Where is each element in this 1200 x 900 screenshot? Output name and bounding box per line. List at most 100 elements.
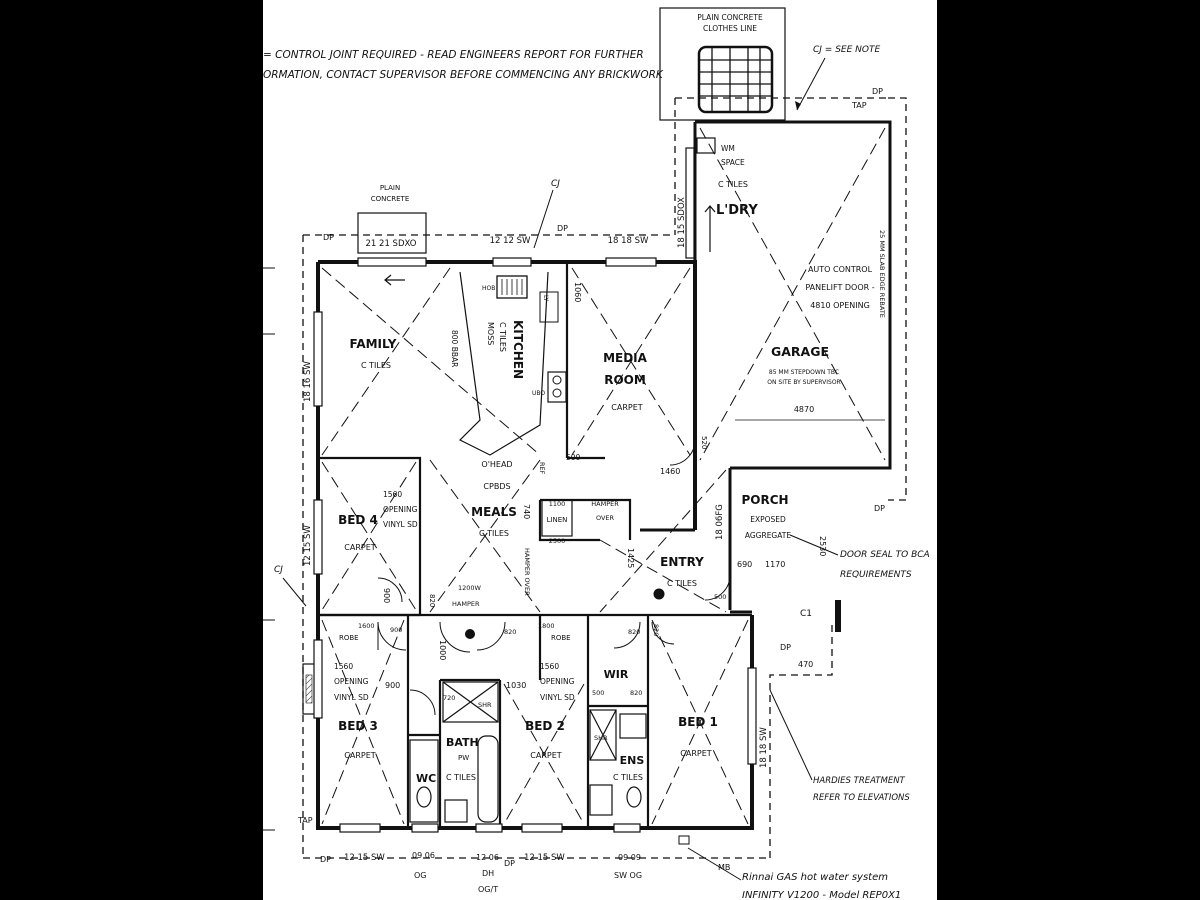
ens-finish: C TILES	[613, 773, 643, 782]
dim-900: 900	[382, 588, 391, 603]
wir-name: WIR	[604, 668, 629, 681]
clothesline-label-2: CLOTHES LINE	[703, 24, 757, 33]
arrowhead	[795, 101, 801, 110]
tap-label: TAP	[851, 101, 867, 110]
garage-name: GARAGE	[771, 344, 829, 359]
window-og: OG	[414, 871, 427, 880]
cj-arrow-left	[282, 577, 307, 607]
note-control-joint-1: = CONTROL JOINT REQUIRED - READ ENGINEER…	[263, 49, 644, 61]
cj-arrow-top	[533, 189, 554, 249]
window-1818-top: 18 18 SW	[608, 236, 649, 246]
cj-label-left: CJ	[274, 565, 283, 575]
dim-2500: 2500	[549, 537, 566, 545]
door-seal-leader	[789, 534, 839, 556]
ens-name: ENS	[620, 754, 645, 767]
overhead-cupboards-1: O'HEAD	[481, 460, 512, 469]
laundry-door-arrow	[704, 205, 716, 252]
meter-hatch	[305, 674, 313, 704]
window-frames	[313, 147, 757, 833]
bath-name: BATH	[446, 736, 479, 749]
roof-outline	[302, 97, 907, 859]
family-finish: C TILES	[361, 361, 391, 370]
window-0909: 09 09	[618, 853, 641, 862]
dim-1425: 1425	[626, 548, 635, 568]
smoke-detector-entry	[653, 588, 665, 600]
dim-820: 820	[428, 594, 436, 607]
wm-space: SPACE	[721, 158, 745, 167]
hot-water-leader	[687, 847, 742, 881]
garage-door-2: PANELIFT DOOR -	[805, 283, 874, 292]
dim-1800: 1800	[538, 622, 555, 630]
window-codes: 18 15 SDOX 18 16 SW 12 15 SW 18 18 SW 18…	[303, 197, 769, 894]
dim-1170: 1170	[765, 560, 785, 569]
note-cj-see-note: CJ = SEE NOTE	[813, 45, 880, 55]
garage-width: 4870	[794, 405, 814, 414]
dim-500: 500	[566, 453, 581, 462]
dim-500-b: 500	[592, 689, 604, 697]
c1-column	[835, 600, 841, 632]
kitchen-moss: MOSS	[486, 322, 495, 345]
dim-900-b: 900	[390, 626, 402, 634]
window-1818-right: 18 18 SW	[759, 727, 769, 768]
porch-finish-1: EXPOSED	[750, 515, 786, 524]
sink	[496, 275, 528, 299]
dim-820-e: 820	[630, 689, 642, 697]
dp-label: DP	[323, 233, 334, 242]
bed2-name: BED 2	[525, 719, 565, 733]
dim-900-c: 900	[385, 681, 400, 690]
shower-label-bath: SHR	[478, 701, 492, 709]
dp-label: DP	[320, 855, 331, 864]
bed4-opening-3: VINYL SD	[383, 520, 418, 529]
garage-rebate: 25 MM SLAB EDGE REBATE	[878, 230, 886, 318]
burner	[552, 375, 562, 385]
bed3-name: BED 3	[338, 719, 378, 733]
internal-walls	[318, 262, 752, 828]
floor-plan-sheet: = CONTROL JOINT REQUIRED - READ ENGINEER…	[263, 0, 937, 900]
cooktop	[547, 371, 567, 403]
dp-label: DP	[557, 224, 568, 233]
garage-door-3: 4810 OPENING	[810, 301, 870, 310]
dp-label: DP	[874, 504, 885, 513]
note-hot-water-1: Rinnai GAS hot water system	[742, 872, 888, 883]
margin-ticks	[263, 267, 275, 831]
hot-water-unit	[678, 835, 690, 845]
hamper-over-label: HAMPER OVER	[523, 548, 531, 596]
media-finish: CARPET	[611, 403, 642, 412]
window-0906: 09 06	[412, 851, 435, 860]
window-2121: 21 21 SDXO	[366, 239, 417, 249]
window-ogt: OG/T	[478, 885, 498, 894]
bed2-opening-2: OPENING	[540, 677, 575, 686]
window-1212: 12 12 SW	[490, 236, 531, 246]
media-name-1: MEDIA	[603, 351, 648, 365]
note-hot-water-2: INFINITY V1200 - Model REP0X1	[742, 890, 901, 900]
hamper-label-3: HAMPER	[452, 600, 480, 608]
bed4-finish: CARPET	[344, 543, 375, 552]
tap-label: TAP	[297, 816, 313, 825]
dim-2530: 2530	[818, 536, 827, 556]
garage-step-2: ON SITE BY SUPERVISOR	[767, 379, 840, 386]
robe-label-bed2: ROBE	[551, 634, 571, 642]
dp-label: DP	[504, 859, 515, 868]
entry-finish: C TILES	[667, 579, 697, 588]
kitchen-bench	[458, 271, 549, 456]
laundry-name: L'DRY	[716, 203, 758, 218]
porch-name: PORCH	[741, 493, 788, 507]
cj-arrow	[796, 57, 826, 111]
dimension-labels: 1060 800 BBAR REF 500 1460 520 740 1100 …	[339, 282, 827, 742]
bed4-name: BED 4	[338, 513, 378, 527]
smoke-detector-hall	[465, 629, 475, 639]
pantry	[539, 291, 559, 323]
dim-820-b: 820	[504, 628, 516, 636]
sink-lines	[501, 279, 523, 295]
garage-step-1: 85 MM STEPDOWN TBC	[769, 369, 839, 376]
dim-720: 720	[443, 694, 455, 702]
bath-finish: C TILES	[446, 773, 476, 782]
dim-500-c: 500	[714, 593, 726, 601]
meals-finish: C TILES	[479, 529, 509, 538]
dim-800-bbar: 800 BBAR	[450, 330, 459, 367]
plain-concrete-pad	[357, 212, 427, 254]
clothesline-label-1: PLAIN CONCRETE	[697, 13, 763, 22]
external-walls	[316, 120, 892, 830]
family-name: FAMILY	[350, 337, 397, 351]
meals-name: MEALS	[471, 505, 517, 519]
